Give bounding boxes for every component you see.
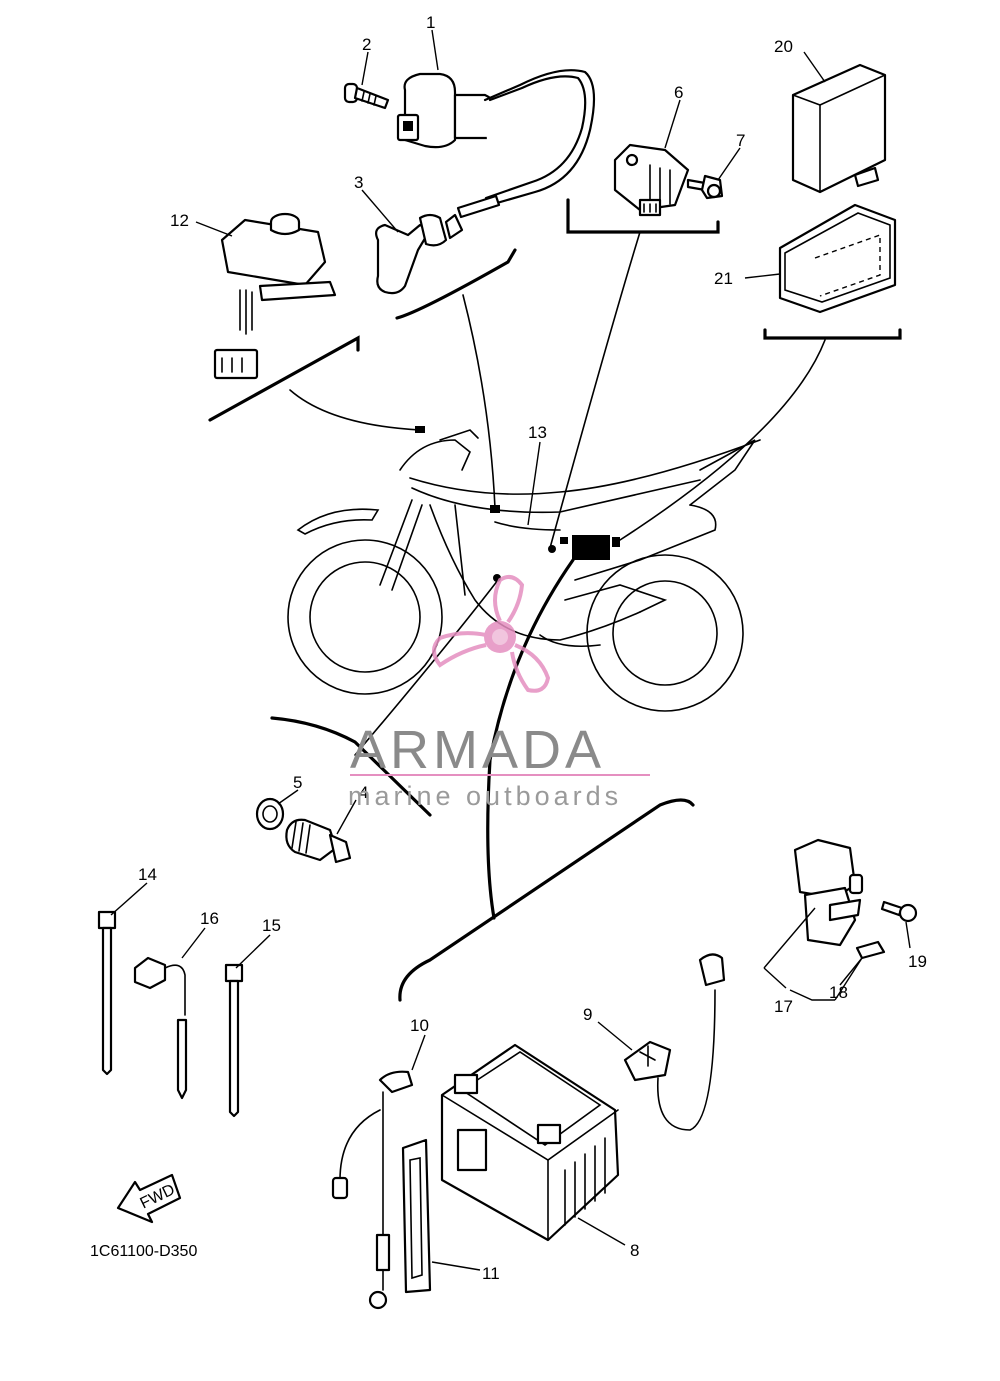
- callout-21: 21: [714, 269, 733, 288]
- callout-8: 8: [630, 1241, 639, 1260]
- callout-19: 19: [908, 952, 927, 971]
- callout-14: 14: [138, 865, 157, 884]
- diagram-code: 1C61100-D350: [90, 1243, 197, 1260]
- starter-relay-17: [793, 838, 864, 947]
- battery-band-11: [401, 1138, 432, 1294]
- callout-7: 7: [736, 131, 745, 150]
- callout-3: 3: [354, 173, 363, 192]
- lead-wire-16: [133, 956, 188, 1100]
- spark-plug-cap: [375, 194, 501, 295]
- callout-9: 9: [583, 1005, 592, 1024]
- cable-tie-14: [97, 910, 117, 1076]
- callout-5: 5: [293, 773, 302, 792]
- callout-17: 17: [774, 997, 793, 1016]
- callout-11: 11: [482, 1264, 500, 1283]
- watermark-brand: ARMADA: [350, 720, 605, 780]
- callout-20: 20: [774, 37, 793, 56]
- fuse-18: [855, 940, 886, 960]
- armada-watermark: ARMADA marine outboards: [348, 574, 650, 811]
- relay-box-12: [213, 212, 337, 380]
- callout-12: 12: [170, 211, 189, 230]
- motorcycle-outline: [287, 426, 761, 712]
- watermark-tagline: marine outboards: [348, 781, 622, 811]
- bolt-2: [343, 82, 390, 110]
- callout-15: 15: [262, 916, 281, 935]
- callout-13: 13: [528, 423, 547, 442]
- ignition-coil: [396, 69, 596, 207]
- callout-18: 18: [829, 983, 848, 1002]
- callout-labels: 1 2 3 4 5 6 7 8 9 10 11 12 13 14 15 16 1…: [138, 13, 927, 1283]
- armada-logo-icon: [432, 574, 551, 693]
- rectifier-regulator: [613, 143, 690, 217]
- connector-wires: [289, 231, 826, 920]
- neutral-switch: [255, 797, 352, 864]
- callout-10: 10: [410, 1016, 429, 1035]
- leader-lines: [110, 29, 911, 1271]
- callout-6: 6: [674, 83, 683, 102]
- battery-lead-9: [623, 953, 726, 1131]
- battery: [440, 1043, 620, 1242]
- fwd-arrow-icon: FWD: [116, 1173, 182, 1224]
- group-brackets: [208, 198, 902, 1002]
- bolt-7: [686, 174, 724, 200]
- cable-tie-15: [224, 963, 244, 1118]
- control-unit-20: [791, 63, 887, 194]
- callout-16: 16: [200, 909, 219, 928]
- callout-1: 1: [426, 13, 435, 32]
- callout-2: 2: [362, 35, 371, 54]
- bolt-19: [880, 900, 918, 923]
- callout-4: 4: [359, 783, 368, 802]
- holder-21: [778, 203, 897, 314]
- battery-lead-10: [331, 1070, 414, 1310]
